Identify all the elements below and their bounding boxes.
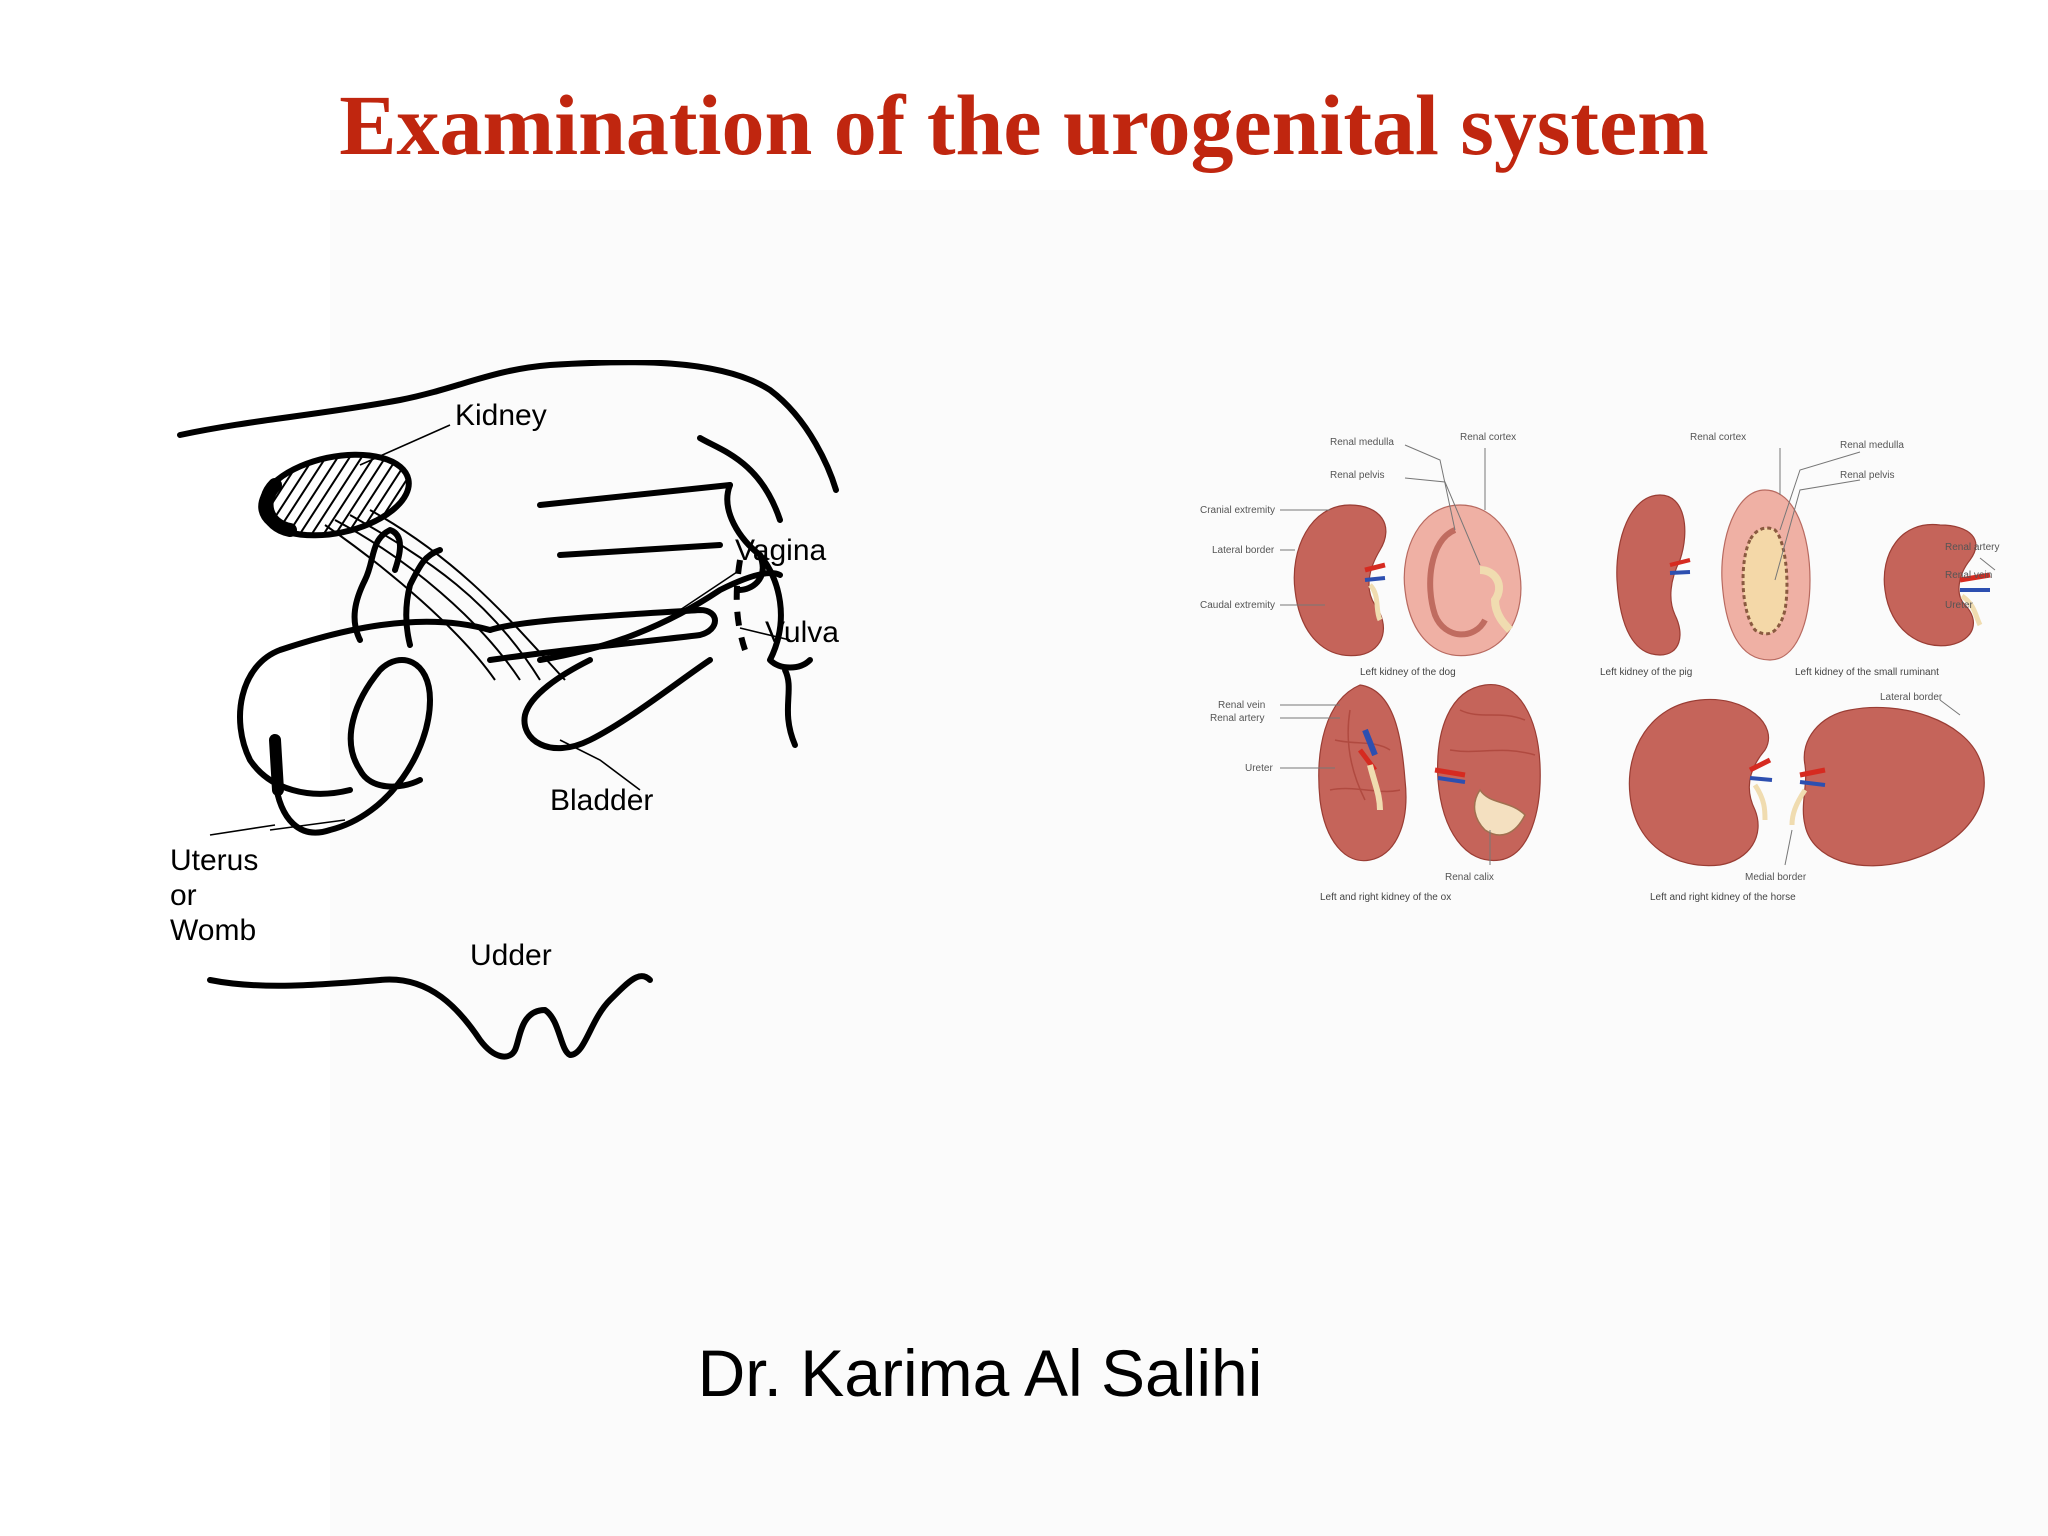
back-outline <box>177 359 839 493</box>
label-kidney: Kidney <box>455 399 547 432</box>
leader-sr-pelvis <box>1774 479 1861 581</box>
label-lateral-border: Lateral border <box>1212 545 1275 556</box>
label-vagina: Vagina <box>735 534 827 567</box>
rear-line-2 <box>557 542 723 558</box>
caption-small-ruminant: Left kidney of the small ruminant <box>1795 667 1939 678</box>
uterus-leader-1 <box>209 824 276 836</box>
small-ruminant-kidney <box>1883 523 1991 647</box>
leader-dog-pelvis <box>1404 477 1481 566</box>
label-ox-ureter: Ureter <box>1245 763 1273 774</box>
label-ox-renal-vein: Renal vein <box>1218 700 1265 711</box>
ureter-line-2 <box>349 514 541 681</box>
label-sr-renal-pelvis: Renal pelvis <box>1840 470 1894 481</box>
urogenital-schematic-diagram: Kidney Vagina Vulva Bladder Uterus or Wo… <box>160 359 1100 1100</box>
caption-pig: Left kidney of the pig <box>1600 667 1692 678</box>
label-vulva: Vulva <box>765 616 839 649</box>
label-renal-artery: Renal artery <box>1945 542 1999 553</box>
tail-line <box>697 435 783 523</box>
kidney-leader <box>359 424 451 466</box>
label-uterus-line1: Uterus <box>170 844 258 877</box>
bladder-leader <box>559 739 641 791</box>
uterus-horn-left <box>351 527 403 643</box>
leader-horse-lateral <box>1939 699 1961 716</box>
pig-kidney-external <box>1616 494 1691 656</box>
label-dog-renal-cortex: Renal cortex <box>1460 432 1516 443</box>
label-cranial-extremity: Cranial extremity <box>1200 505 1275 516</box>
label-dog-renal-pelvis: Renal pelvis <box>1330 470 1384 481</box>
uterus-end <box>269 734 284 796</box>
label-pig-renal-cortex: Renal cortex <box>1690 432 1746 443</box>
dog-kidney-external <box>1293 504 1387 657</box>
author-name: Dr. Karima Al Salihi <box>697 1336 1263 1410</box>
leader-sr-medulla <box>1779 451 1861 531</box>
ox-kidney-section <box>1434 684 1541 862</box>
label-medial-border: Medial border <box>1745 872 1807 883</box>
pig-kidney-section <box>1721 489 1811 661</box>
bladder-shape <box>521 657 713 752</box>
bladder-neck <box>487 607 718 663</box>
slide-title: Examination of the urogenital system <box>339 77 1709 173</box>
ureter-line-1 <box>334 519 521 681</box>
kidney-shape <box>258 451 412 539</box>
uterus-body <box>237 618 493 797</box>
leader-medial <box>1784 829 1793 866</box>
ureter-line-3 <box>324 524 496 681</box>
uterus-leader-2 <box>269 819 346 831</box>
vagina-leader <box>679 569 741 611</box>
slide-background <box>330 190 2048 1536</box>
label-renal-calix: Renal calix <box>1445 872 1494 883</box>
label-horse-lateral-border: Lateral border <box>1880 692 1943 703</box>
vulva-leader <box>739 627 791 641</box>
caption-ox: Left and right kidney of the ox <box>1320 892 1451 903</box>
label-ureter: Ureter <box>1945 600 1973 611</box>
label-bladder: Bladder <box>550 784 653 817</box>
tail-end <box>782 667 798 748</box>
vulva-shape <box>757 552 813 671</box>
kidney-comparison-diagram: Renal medulla Renal cortex Renal pelvis … <box>1180 410 2040 930</box>
horse-kidney-left <box>1628 698 1773 867</box>
label-uterus-line3: Womb <box>170 914 256 947</box>
label-sr-renal-medulla: Renal medulla <box>1840 440 1904 451</box>
udder-outline <box>207 973 653 1060</box>
dog-kidney-section <box>1403 504 1522 657</box>
horse-kidney-right <box>1789 706 1985 867</box>
label-renal-vein: Renal vein <box>1945 570 1992 581</box>
leader-renal-artery <box>1979 557 1996 571</box>
caption-dog: Left kidney of the dog <box>1360 667 1456 678</box>
label-dog-renal-medulla: Renal medulla <box>1330 437 1394 448</box>
uterus-horn-right <box>403 547 443 648</box>
leader-dog-medulla <box>1404 444 1456 531</box>
rear-line-1 <box>537 482 733 508</box>
urogenital-schematic-svg: Kidney Vagina Vulva Bladder Uterus or Wo… <box>170 359 839 1060</box>
label-uterus-line2: or <box>170 879 197 912</box>
kidney-comparison-svg: Renal medulla Renal cortex Renal pelvis … <box>1200 432 1999 903</box>
caption-horse: Left and right kidney of the horse <box>1650 892 1796 903</box>
ox-kidney-external <box>1318 684 1407 862</box>
uterus-loop <box>272 657 433 836</box>
label-udder: Udder <box>470 939 552 972</box>
label-caudal-extremity: Caudal extremity <box>1200 600 1275 611</box>
vulva-dashed-line <box>733 559 748 651</box>
label-ox-renal-artery: Renal artery <box>1210 713 1264 724</box>
